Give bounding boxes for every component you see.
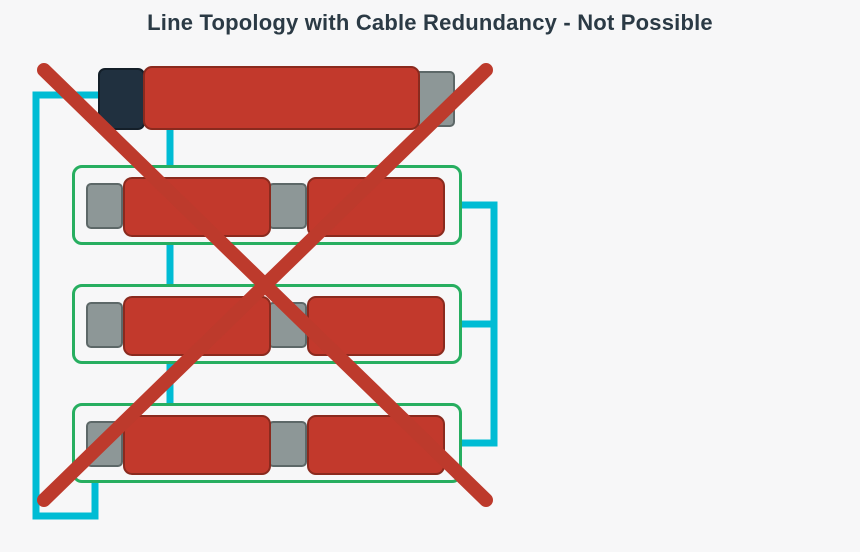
device2-body-left <box>123 296 271 356</box>
master-device-body <box>143 66 420 130</box>
master-network-port <box>98 68 145 130</box>
device1-link-port <box>268 183 307 229</box>
device3-link-port <box>268 421 307 467</box>
device1-in-port <box>86 183 123 229</box>
device-row-1 <box>72 165 462 245</box>
device-row-2 <box>72 284 462 364</box>
master-out-port <box>414 71 455 127</box>
page-title: Line Topology with Cable Redundancy - No… <box>147 10 713 35</box>
device2-body-right <box>307 296 445 356</box>
device3-body-right <box>307 415 445 475</box>
device3-in-port <box>86 421 123 467</box>
device1-body-right <box>307 177 445 237</box>
device2-in-port <box>86 302 123 348</box>
device2-link-port <box>268 302 307 348</box>
device1-body-left <box>123 177 271 237</box>
device-row-3 <box>72 403 462 483</box>
device3-body-left <box>123 415 271 475</box>
